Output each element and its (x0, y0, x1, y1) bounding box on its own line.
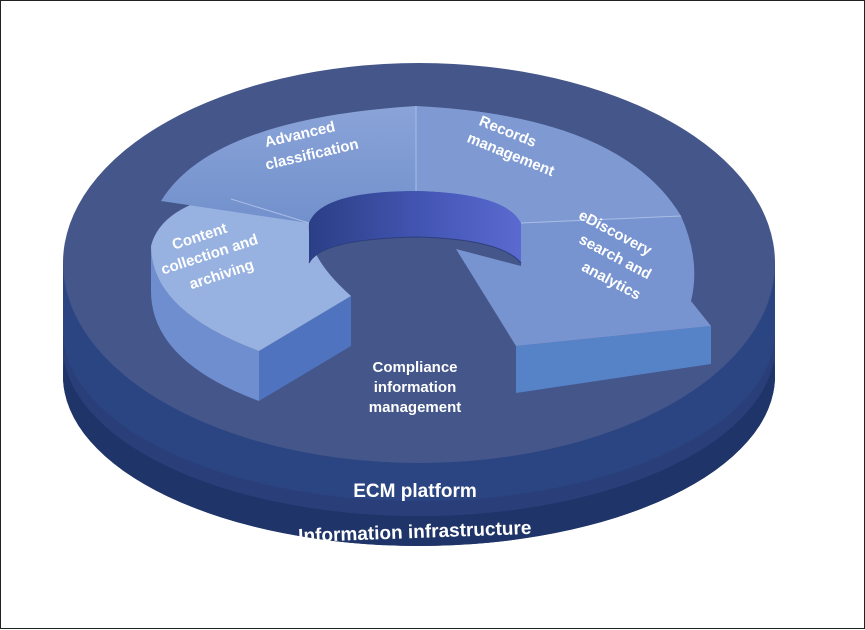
compliance-line-1: Compliance (372, 359, 457, 376)
center-hole (308, 191, 522, 264)
segment-records-management (416, 106, 681, 223)
segment-dividers (230, 106, 682, 224)
segment-advanced-classification (161, 106, 416, 223)
label-compliance-center: Compliance information management (369, 359, 462, 416)
segment-content-collection (151, 193, 351, 351)
segment-ediscovery (456, 216, 711, 346)
compliance-line-2: information (374, 379, 457, 396)
ecm-platform-label: ECM platform (353, 481, 477, 502)
compliance-line-3: management (369, 399, 462, 416)
